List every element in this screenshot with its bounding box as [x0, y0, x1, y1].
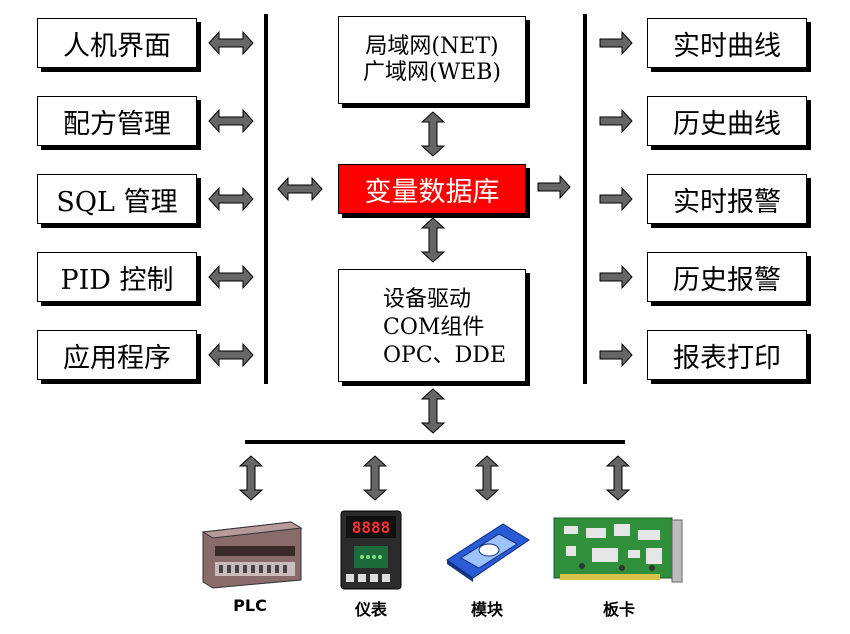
vertical-double-arrow-icon: [239, 455, 263, 501]
device-bus-line: [245, 440, 625, 444]
driver-line: 设备驱动: [383, 287, 472, 312]
right-arrow-icon: [599, 187, 633, 211]
network-line: 广域网(WEB): [362, 60, 501, 85]
box-report-print: 报表打印: [647, 330, 807, 380]
box-pid-control: PID 控制: [37, 252, 197, 302]
box-label: 历史曲线: [673, 108, 781, 140]
device-driver-box: 设备驱动 COM组件 OPC、DDE: [338, 269, 526, 382]
card-device-icon: [553, 517, 683, 583]
device-label-plc: PLC: [233, 596, 267, 615]
plc-device-icon: [201, 521, 303, 589]
box-label: 报表打印: [673, 342, 781, 374]
box-realtime-alarm: 实时报警: [647, 174, 807, 224]
double-arrow-icon: [208, 265, 254, 289]
meter-device-icon: 8888: [340, 510, 402, 590]
box-label: 实时报警: [673, 186, 781, 218]
left-bus-line: [264, 14, 268, 384]
box-history-curve: 历史曲线: [647, 96, 807, 146]
variable-database-box: 变量数据库: [338, 164, 526, 214]
network-line: 局域网(NET): [365, 34, 499, 59]
box-label: PID 控制: [60, 264, 174, 296]
double-arrow-icon: [208, 31, 254, 55]
right-bus-line: [583, 14, 587, 384]
box-realtime-curve: 实时曲线: [647, 18, 807, 68]
module-device-icon: [446, 523, 530, 582]
vertical-double-arrow-icon: [606, 455, 630, 501]
double-arrow-icon: [208, 109, 254, 133]
device-label-meter: 仪表: [354, 600, 387, 619]
vertical-double-arrow-icon: [421, 111, 445, 157]
box-label: 人机界面: [63, 30, 171, 62]
vertical-double-arrow-icon: [421, 217, 445, 263]
meter-display: 8888: [352, 518, 391, 537]
box-human-machine-interface: 人机界面: [37, 18, 197, 68]
box-sql-management: SQL 管理: [37, 174, 197, 224]
device-label-card: 板卡: [602, 600, 635, 619]
double-arrow-icon: [208, 187, 254, 211]
right-arrow-icon: [599, 31, 633, 55]
right-arrow-icon: [599, 343, 633, 367]
box-label: 实时曲线: [673, 30, 781, 62]
right-arrow-icon: [537, 175, 571, 199]
right-arrow-icon: [599, 109, 633, 133]
vertical-double-arrow-icon: [475, 455, 499, 501]
box-application: 应用程序: [37, 330, 197, 380]
double-arrow-icon: [208, 343, 254, 367]
double-arrow-icon: [277, 177, 323, 201]
box-label: 应用程序: [63, 342, 171, 374]
driver-line: COM组件: [383, 315, 485, 340]
box-recipe-management: 配方管理: [37, 96, 197, 146]
box-label: SQL 管理: [56, 186, 178, 218]
driver-line: OPC、DDE: [383, 343, 507, 368]
vertical-double-arrow-icon: [421, 388, 445, 434]
device-label-module: 模块: [470, 600, 503, 619]
vertical-double-arrow-icon: [363, 455, 387, 501]
right-arrow-icon: [599, 265, 633, 289]
box-label: 配方管理: [63, 108, 171, 140]
database-label: 变量数据库: [364, 176, 500, 208]
network-box: 局域网(NET) 广域网(WEB): [338, 16, 526, 104]
box-history-alarm: 历史报警: [647, 252, 807, 302]
box-label: 历史报警: [673, 264, 781, 296]
